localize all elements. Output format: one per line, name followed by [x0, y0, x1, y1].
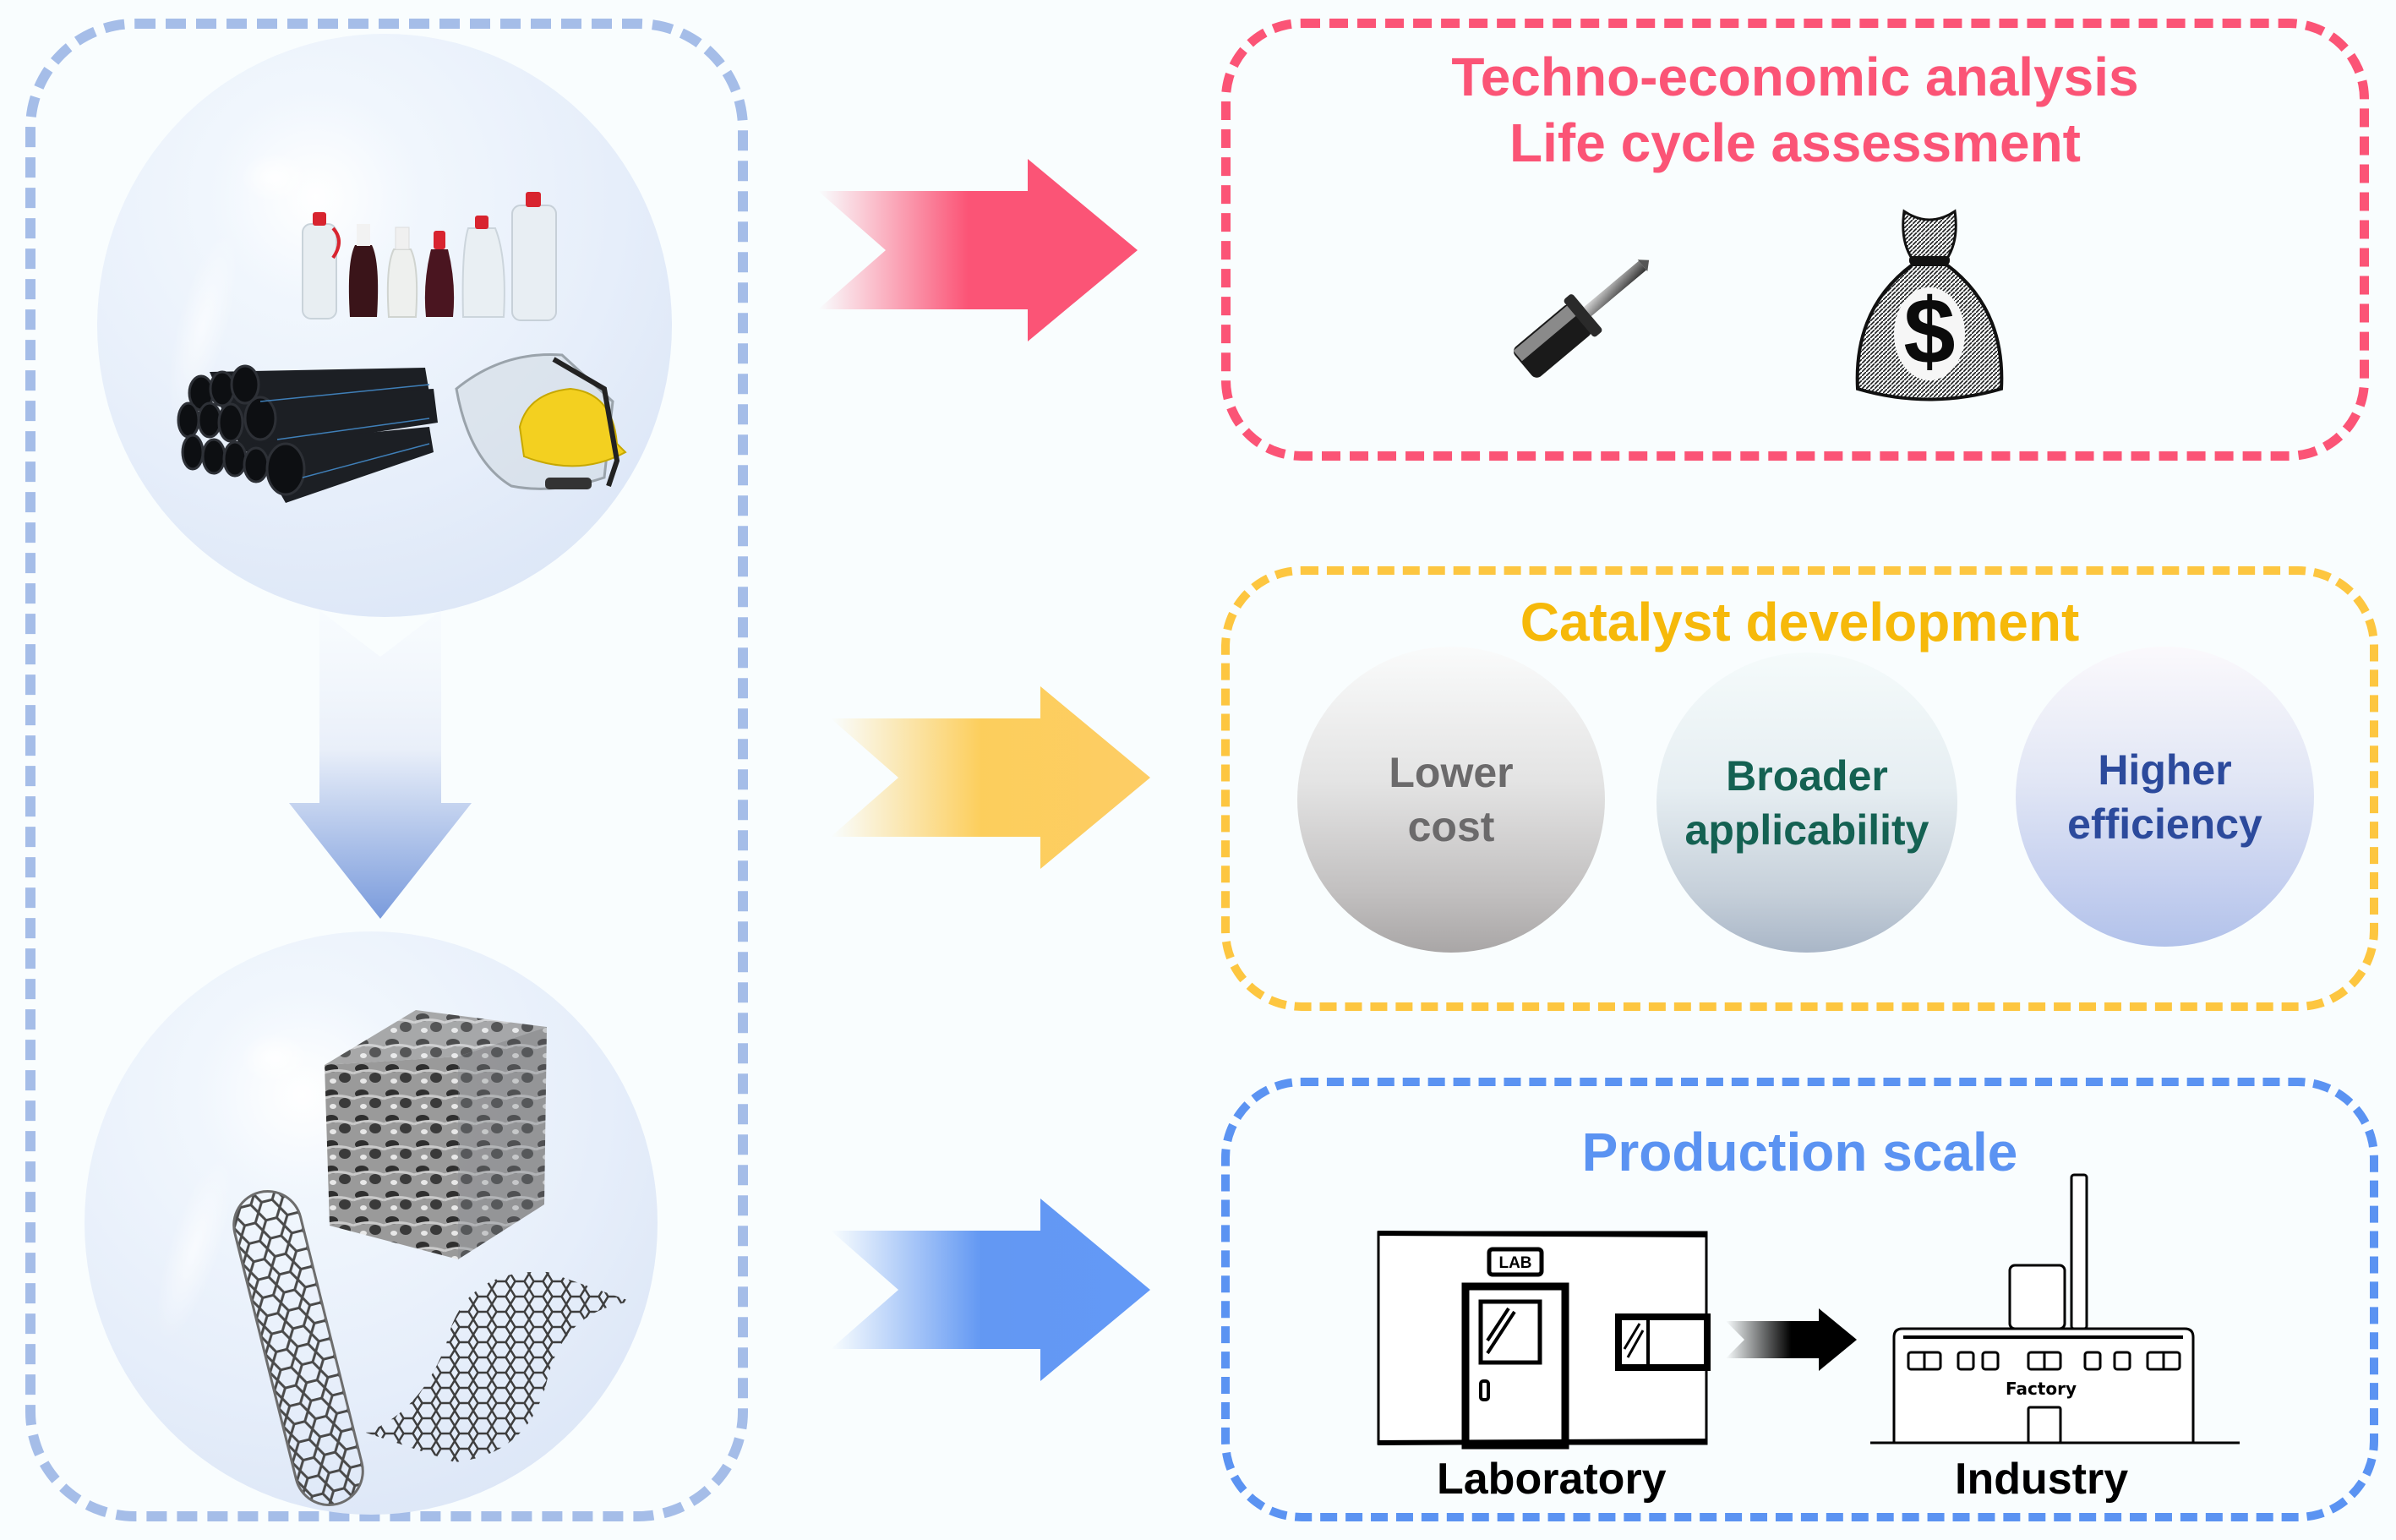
- plastic-waste-sphere: [97, 34, 672, 617]
- tea-lca-box: Techno-economic analysis Life cycle asse…: [1221, 19, 2369, 461]
- catalyst-development-box: Catalyst development: [1221, 566, 2378, 1011]
- lower-cost-line1: Lower: [1389, 749, 1514, 796]
- lca-title: Life cycle assessment: [1509, 112, 2081, 173]
- screwdriver-icon: [1513, 259, 1650, 378]
- higher-line2: efficiency: [2067, 800, 2262, 848]
- money-bag-icon: $: [1855, 209, 2004, 401]
- production-title: Production scale: [1581, 1122, 2018, 1182]
- bottle-2: [348, 224, 379, 317]
- bottle-5: [461, 216, 505, 318]
- safety-helmet-image: [455, 353, 627, 490]
- higher-line1: Higher: [2098, 745, 2232, 794]
- porous-carbon-cube-image: [325, 1010, 547, 1259]
- dollar-sign: $: [1903, 280, 1955, 384]
- plastic-pipes-image: [177, 364, 438, 503]
- bottle-3: [386, 227, 418, 318]
- industry-label: Industry: [1955, 1455, 2129, 1504]
- production-scale-box: Production scale: [1221, 1078, 2378, 1521]
- laboratory-label: Laboratory: [1437, 1455, 1667, 1504]
- conversion-down-arrow: [289, 610, 472, 919]
- factory-sign-text: Factory: [2006, 1379, 2077, 1399]
- higher-efficiency-bubble: Higher efficiency: [2016, 647, 2314, 947]
- arrow-to-catalyst: [831, 686, 1150, 869]
- lab-sign-text: LAB: [1498, 1254, 1531, 1272]
- catalyst-title: Catalyst development: [1520, 592, 2080, 653]
- bottle-4: [424, 231, 455, 317]
- factory-icon: Factory: [1870, 1173, 2240, 1444]
- arrow-to-production: [831, 1199, 1150, 1381]
- broader-line2: applicability: [1684, 805, 1929, 854]
- feedstock-to-product-panel: [25, 19, 748, 1521]
- lower-cost-line2: cost: [1407, 803, 1495, 850]
- laboratory-icon: LAB: [1377, 1231, 1711, 1450]
- graphene-sheet-image: [366, 1271, 632, 1462]
- bottle-6: [511, 192, 557, 321]
- arrow-to-tea-lca: [818, 159, 1138, 341]
- lower-cost-bubble: Lower cost: [1297, 647, 1605, 953]
- broader-line1: Broader: [1726, 751, 1888, 800]
- scale-up-arrow: [1726, 1308, 1857, 1371]
- tea-title: Techno-economic analysis: [1451, 46, 2139, 107]
- broader-applicability-bubble: Broader applicability: [1656, 653, 1957, 953]
- bottle-1: [302, 212, 341, 319]
- carbon-nanotube-image: [232, 1189, 364, 1507]
- plastic-bottles-image: [302, 192, 557, 321]
